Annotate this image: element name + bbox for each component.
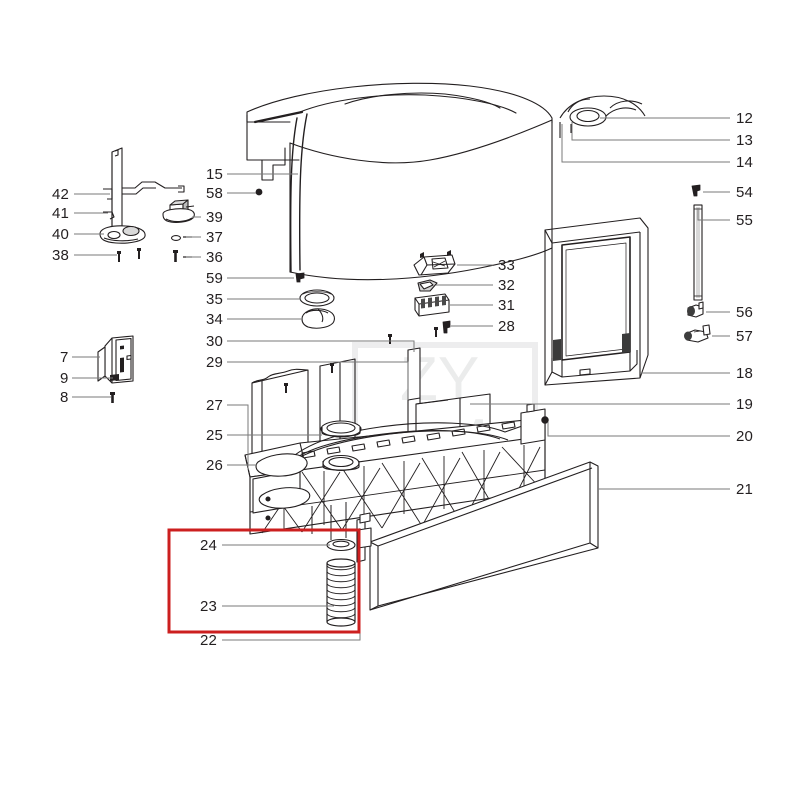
pin-part-58 — [255, 188, 263, 196]
callout-label-14[interactable]: 14 — [736, 154, 754, 171]
callout-label-18[interactable]: 18 — [736, 365, 754, 382]
control-bracket-assembly — [97, 335, 134, 403]
callout-label-9[interactable]: 9 — [60, 370, 69, 387]
callout-label-56[interactable]: 56 — [736, 304, 754, 321]
burner-ring-parts — [299, 289, 335, 329]
callout-label-37[interactable]: 37 — [206, 229, 224, 246]
callout-label-42[interactable]: 42 — [52, 186, 70, 203]
hinge-lever-assembly — [99, 147, 185, 262]
callout-label-59[interactable]: 59 — [206, 270, 224, 287]
callout-label-22[interactable]: 22 — [200, 632, 218, 649]
callout-label-8[interactable]: 8 — [60, 389, 69, 406]
callout-label-35[interactable]: 35 — [206, 291, 224, 308]
callout-label-36[interactable]: 36 — [206, 249, 224, 266]
callout-label-15[interactable]: 15 — [206, 166, 224, 183]
callout-label-41[interactable]: 41 — [52, 205, 70, 222]
callout-label-55[interactable]: 55 — [736, 212, 754, 229]
callout-label-27[interactable]: 27 — [206, 397, 224, 414]
callout-label-19[interactable]: 19 — [736, 396, 754, 413]
highlighted-parts-region — [167, 528, 361, 634]
coil-spring-part — [326, 558, 356, 627]
callout-label-57[interactable]: 57 — [736, 328, 754, 345]
callout-label-24[interactable]: 24 — [200, 537, 218, 554]
spring-assembly — [326, 538, 356, 627]
callout-label-58[interactable]: 58 — [206, 185, 224, 202]
callout-label-7[interactable]: 7 — [60, 349, 69, 366]
callout-label-20[interactable]: 20 — [736, 428, 754, 445]
callout-label-32[interactable]: 32 — [498, 277, 516, 294]
lower-drawer-assembly — [244, 403, 599, 611]
top-right-burner-cluster — [559, 95, 646, 138]
callout-label-54[interactable]: 54 — [736, 184, 754, 201]
gas-pipe-parts-group — [684, 184, 711, 343]
callout-label-38[interactable]: 38 — [52, 247, 70, 264]
callout-label-40[interactable]: 40 — [52, 226, 70, 243]
middle-small-parts — [162, 199, 195, 262]
ignition-parts-group — [413, 250, 456, 334]
clip-part-59 — [295, 272, 305, 283]
callout-label-39[interactable]: 39 — [206, 209, 224, 226]
callout-label-23[interactable]: 23 — [200, 598, 218, 615]
callout-label-13[interactable]: 13 — [736, 132, 754, 149]
callout-label-21[interactable]: 21 — [736, 481, 754, 498]
leader-lines — [72, 117, 730, 641]
oven-door-panel — [544, 217, 649, 386]
callout-label-12[interactable]: 12 — [736, 110, 754, 127]
appliance-upper-body — [246, 82, 553, 281]
callout-label-26[interactable]: 26 — [206, 457, 224, 474]
callout-label-31[interactable]: 31 — [498, 297, 516, 314]
callout-label-29[interactable]: 29 — [206, 354, 224, 371]
callout-label-25[interactable]: 25 — [206, 427, 224, 444]
callout-label-34[interactable]: 34 — [206, 311, 224, 328]
callout-label-28[interactable]: 28 — [498, 318, 516, 335]
callout-label-33[interactable]: 33 — [498, 257, 516, 274]
callout-label-30[interactable]: 30 — [206, 333, 224, 350]
